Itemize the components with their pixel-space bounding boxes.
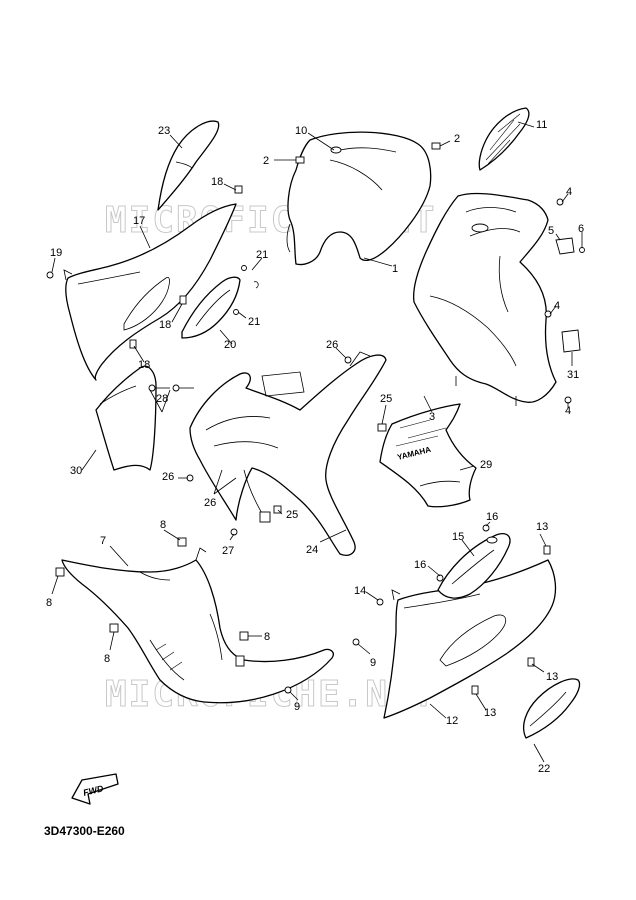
callout-27: 27 <box>222 545 234 557</box>
callout-26-top: 26 <box>326 339 338 351</box>
callout-13-right: 13 <box>546 671 558 683</box>
callout-8-top: 8 <box>160 519 166 531</box>
callout-18-top: 18 <box>211 176 223 188</box>
callout-26-mid: 26 <box>162 471 174 483</box>
part-25-clip-b <box>273 505 282 514</box>
part-19-screw <box>46 271 54 279</box>
callout-18-low: 18 <box>138 359 150 371</box>
callout-28: 28 <box>156 393 168 405</box>
callout-numbers: 23 10 2 2 11 18 17 19 21 21 18 18 20 1 4… <box>46 119 584 775</box>
part-16-grommet-a <box>482 524 490 532</box>
part-13-clip-b <box>527 657 535 667</box>
part-4-screw-a <box>556 198 564 206</box>
callout-1: 1 <box>392 263 398 275</box>
part-18-clip-b <box>179 295 187 305</box>
part-12-lower-right-cover <box>383 559 557 719</box>
callout-2-left: 2 <box>263 155 269 167</box>
callout-17: 17 <box>133 215 145 227</box>
callout-13-bottom: 13 <box>484 707 496 719</box>
callout-5: 5 <box>548 225 554 237</box>
fwd-label: FWD <box>82 783 105 798</box>
part-22-decal <box>523 678 581 739</box>
callout-8-lower: 8 <box>104 653 110 665</box>
part-23-decal <box>157 120 220 211</box>
callout-20: 20 <box>224 339 236 351</box>
callout-4-mid: 4 <box>554 300 560 312</box>
callout-4-bottom: 4 <box>565 405 571 417</box>
part-1-front-cover <box>286 131 432 266</box>
part-8-clip-c <box>109 623 119 633</box>
callout-14: 14 <box>354 585 366 597</box>
callout-3: 3 <box>429 411 435 423</box>
callout-9-right: 9 <box>370 657 376 669</box>
callout-4-top: 4 <box>566 186 572 198</box>
callout-9-bottom: 9 <box>294 701 300 713</box>
part-8-clip-a <box>55 567 65 577</box>
part-7-lower-left-cover <box>61 547 334 704</box>
part-20-inner-panel <box>181 265 259 339</box>
part-17-left-side-cover <box>63 203 237 381</box>
callout-16-top: 16 <box>486 511 498 523</box>
part-8-clip-b <box>177 537 187 547</box>
diagram-reference-code: 3D47300-E260 <box>44 824 125 838</box>
part-4-screw-b <box>544 310 552 318</box>
part-14-screw <box>376 598 384 606</box>
part-2-clip-left <box>295 156 305 164</box>
callout-12: 12 <box>446 715 458 727</box>
callout-24: 24 <box>306 544 318 556</box>
part-8-clip-d <box>239 631 249 641</box>
callout-8-left: 8 <box>46 597 52 609</box>
part-18-clip-a <box>234 185 243 194</box>
part-26-screw-a <box>344 356 352 364</box>
part-28-screws <box>148 384 194 392</box>
part-31-label <box>561 329 581 353</box>
callout-7: 7 <box>100 535 106 547</box>
part-16-grommet-b <box>436 574 444 582</box>
part-9-screw-b <box>284 686 292 694</box>
part-18-clip-c <box>129 339 137 349</box>
callout-2-right: 2 <box>454 133 460 145</box>
part-2-clip-right <box>431 142 441 150</box>
callout-21-bottom: 21 <box>248 316 260 328</box>
callout-13-top: 13 <box>536 521 548 533</box>
callout-18-mid: 18 <box>159 319 171 331</box>
callout-23: 23 <box>158 125 170 137</box>
callout-6: 6 <box>578 223 584 235</box>
part-13-clip-c <box>471 685 479 695</box>
callout-25-low: 25 <box>286 509 298 521</box>
part-6-screw <box>579 247 585 253</box>
callout-29: 29 <box>480 459 492 471</box>
callout-30: 30 <box>70 465 82 477</box>
callout-16-low: 16 <box>414 559 426 571</box>
part-5-bracket <box>555 237 575 255</box>
part-24-front-inner-cover <box>189 351 387 556</box>
callout-26-low: 26 <box>204 497 216 509</box>
callout-8-right: 8 <box>264 631 270 643</box>
part-11-decal <box>478 107 530 171</box>
part-29-yamaha-decal: YAMAHA <box>379 403 477 508</box>
part-25-clip-a <box>377 423 387 432</box>
callout-15: 15 <box>452 531 464 543</box>
callout-19: 19 <box>50 247 62 259</box>
callout-10: 10 <box>295 125 307 137</box>
callout-11: 11 <box>536 119 547 131</box>
callout-25-top: 25 <box>380 393 392 405</box>
fwd-arrow-icon: FWD <box>71 773 119 805</box>
callout-21-top: 21 <box>256 249 268 261</box>
callout-31: 31 <box>567 369 579 381</box>
part-15-cover-plate <box>437 533 511 599</box>
callout-22: 22 <box>538 763 550 775</box>
part-27-screw <box>230 528 238 536</box>
part-9-screw-a <box>352 638 360 646</box>
part-3-right-inner-panel <box>412 192 557 406</box>
part-30-decal <box>95 365 157 471</box>
leader-lines <box>51 121 583 763</box>
part-13-clip-a <box>543 545 551 555</box>
